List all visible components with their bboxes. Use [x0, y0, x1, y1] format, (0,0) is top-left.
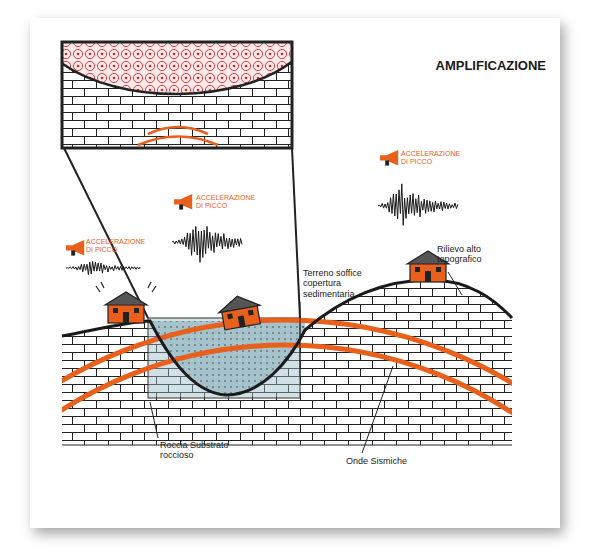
megaphone-icon	[380, 150, 398, 166]
seismogram	[172, 226, 242, 262]
waves-label: Onde Sismiche	[346, 456, 430, 466]
house	[217, 293, 264, 331]
seismogram	[66, 261, 140, 274]
zoom-line	[292, 148, 300, 318]
seismic-waves	[62, 320, 512, 445]
megaphone-icon	[66, 240, 84, 256]
peak-acceleration-label: ACCELERAZIONE DI PICCO	[86, 238, 152, 254]
leader-line	[150, 402, 158, 438]
megaphone-icon	[174, 194, 192, 210]
zoom-line	[64, 148, 148, 318]
leader-line	[448, 272, 462, 295]
zoom-inset	[60, 40, 300, 318]
inset-lens	[62, 42, 292, 94]
ground-line	[62, 280, 512, 395]
leader-line	[300, 302, 301, 376]
house	[105, 292, 147, 323]
shake-marks	[96, 282, 156, 292]
diagram-title: AMPLIFICAZIONE	[436, 58, 547, 73]
leader-line	[362, 366, 393, 453]
rock-substrate	[62, 280, 512, 445]
inset-wave	[138, 137, 218, 146]
rock-label: Roccia Substrato roccioso	[160, 440, 252, 461]
relief-label: Rilievo alto topografico	[437, 244, 515, 265]
rock-base	[62, 445, 512, 446]
peak-acceleration-label: ACCELERAZIONE DI PICCO	[196, 194, 262, 210]
peak-acceleration-label: ACCELERAZIONE DI PICCO	[401, 150, 467, 166]
seismogram	[378, 184, 458, 225]
inset-frame	[62, 42, 292, 148]
wave-front	[62, 320, 512, 445]
soil-label: Terreno soffice copertura sedimentaria	[303, 268, 377, 299]
inset-wave	[148, 127, 208, 134]
